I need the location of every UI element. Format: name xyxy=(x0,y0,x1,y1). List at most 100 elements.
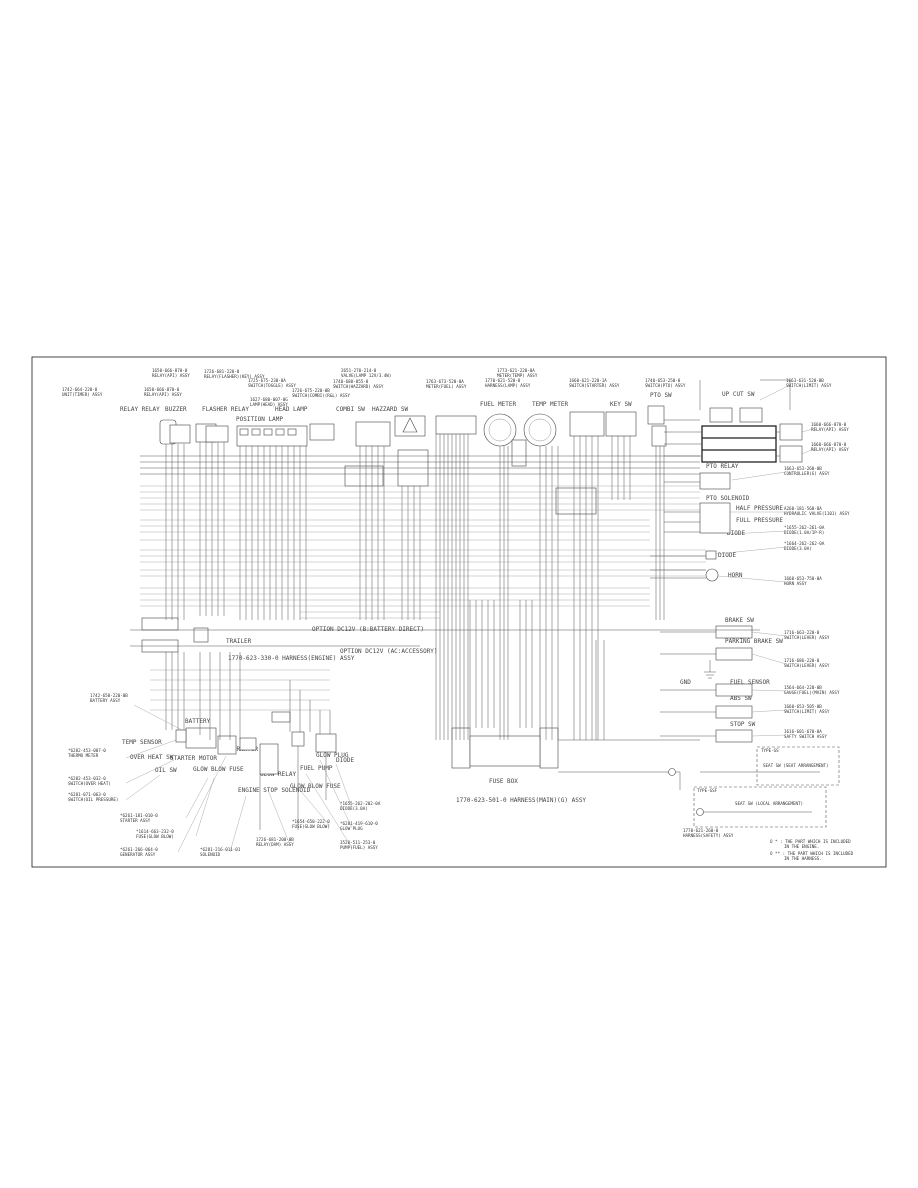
part-horn-number: 1660-653-750-0A xyxy=(784,576,822,581)
part-fuse-glow-name: FUSE(GLOW BLOW) xyxy=(136,834,174,839)
part-lamp-head-name: LAMP(HEAD) ASSY xyxy=(250,402,288,407)
title-half-pressure: HALF PRESSURE xyxy=(736,505,783,512)
note-line-1: O * : THE PART WHICH IS INCLUDED xyxy=(770,839,851,844)
part-diode-3-number: *1655-262-202-0A xyxy=(340,801,381,806)
part-glow-plug-number: *6281-419-610-0 xyxy=(340,821,378,826)
part-relay-flasher-number: 1726-681-220-0 xyxy=(204,369,240,374)
part-switch-lever-2-number: 1716-686-220-0 xyxy=(784,658,820,663)
part-switch-limit-1-number: 1663-631-520-0B xyxy=(786,378,824,383)
notes: O * : THE PART WHICH IS INCLUDED IN THE … xyxy=(770,839,854,861)
title-position-lamp: POSITION LAMP xyxy=(236,416,283,423)
part-thermo-meter-number: *6282-453-007-0 xyxy=(68,748,106,753)
title-key-sw: KEY SW xyxy=(610,401,632,408)
title-flasher-relay: FLASHER RELAY xyxy=(202,406,249,413)
part-hydraulic-valve-number: A260-181-560-0A xyxy=(784,506,822,511)
title-pto-solenoid: PTO SOLENOID xyxy=(706,495,750,502)
part-starter-number: *6261-181-010-0 xyxy=(120,813,158,818)
part-switch-oil-number: *6281-071-063-0 xyxy=(68,792,106,797)
part-valve-lamp-number: 2651-270-214-0 xyxy=(341,368,377,373)
title-option-dc12v-1: OPTION DC12V (B:BATTERY DIRECT) xyxy=(312,626,424,633)
title-type-gsf: TYPE-GSF xyxy=(697,788,718,793)
part-relay-api-3-name: RELAY(API) ASSY xyxy=(811,427,849,432)
right-part-labels: 1663-631-520-0B SWITCH(LIMIT) ASSY 1660-… xyxy=(784,378,850,739)
title-glow-plug: GLOW PLUG xyxy=(316,752,349,759)
title-head-lamp: HEAD LAMP xyxy=(275,406,308,413)
part-diode-1-name: DIODE(1.0A/1P-R) xyxy=(784,530,824,535)
part-solenoid-name: SOLENOID xyxy=(200,852,221,857)
part-relay-api-4-name: RELAY(API) ASSY xyxy=(811,447,849,452)
title-parking-brake-sw: PARKING BRAKE SW xyxy=(725,638,783,645)
part-horn-name: HORN ASSY xyxy=(784,581,807,586)
top-part-labels: 1742-664-220-0 UNIT(TIMER) ASSY 1650-666… xyxy=(62,368,686,407)
part-harness-lamp-name: HARNESS(LAMP) ASSY xyxy=(485,383,531,388)
part-diode-2-number: *1664-262-262-0A xyxy=(784,541,825,546)
part-safety-switch-name: SAFTY SWITCH ASSY xyxy=(784,734,827,739)
part-harness-safety-number: 1770-621-260-0 xyxy=(683,828,719,833)
part-switch-limit-2-name: SWITCH(LIMIT) ASSY xyxy=(784,709,830,714)
part-switch-hazzard-number: 1740-680-055-0 xyxy=(333,379,369,384)
title-fuel-pump: FUEL PUMP xyxy=(300,765,333,772)
engine-part-labels: 1742-650-220-0B BATTERY ASSY *6282-453-0… xyxy=(68,693,734,857)
title-temp-sensor: TEMP SENSOR xyxy=(122,739,162,746)
part-relay-api-4-number: 1660-666-870-0 xyxy=(811,442,847,447)
part-controller-number: 1663-653-260-0B xyxy=(784,466,822,471)
part-fuse-glow-number: *1614-663-232-0 xyxy=(136,829,174,834)
title-full-pressure: FULL PRESSURE xyxy=(736,517,783,524)
part-safety-switch-number: 1616-601-670-0A xyxy=(784,729,822,734)
part-switch-pto-number: 1740-653-250-0 xyxy=(645,378,681,383)
part-unit-timer-name: UNIT(TIMER) ASSY xyxy=(62,392,103,397)
note-line-2: IN THE ENGINE. xyxy=(784,844,819,849)
part-meter-fuel-number: 1763-673-520-0A xyxy=(426,379,464,384)
part-switch-lever-2-name: SWITCH(LEVER) ASSY xyxy=(784,663,830,668)
component-symbols xyxy=(141,405,803,775)
part-meter-temp-number: 1773-621-220-0A xyxy=(497,368,535,373)
part-pump-fuel-number: 3520-511-253-0 xyxy=(340,840,376,845)
harness-main-title: 1770-623-501-0 HARNESS(MAIN)(G) ASSY xyxy=(456,797,586,804)
part-harness-safety-name: HARNESS(SAFETY) ASSY xyxy=(683,833,734,838)
title-glow-relay: GLOW RELAY xyxy=(260,771,297,778)
note-line-3: O ** : THE PART WHICH IS INCLUDED xyxy=(770,851,854,856)
title-abs-sw: ABS SW xyxy=(730,695,752,702)
title-stop-sw: STOP SW xyxy=(730,721,756,728)
part-generator-number: *6261-266-064-0 xyxy=(120,847,158,852)
part-switch-toggle-number: 1725-675-230-0A xyxy=(248,378,286,383)
part-switch-over-heat-name: SWITCH(OVER HEAT) xyxy=(68,781,111,786)
title-seat-sw-1: SEAT SW (SEAT ARRANGEMENT) xyxy=(763,763,829,768)
title-gnd: GND xyxy=(680,679,691,686)
part-solenoid-number: *6281-216-011-01 xyxy=(200,847,241,852)
title-battery: BATTERY xyxy=(185,718,211,725)
title-option-dc12v-2: OPTION DC12V (AC:ACCESSORY) xyxy=(340,648,438,655)
part-relay-dam-name: RELAY(DAM) ASSY xyxy=(256,842,294,847)
title-type-gs: TYPE-GS xyxy=(761,748,779,753)
title-over-heat-sw: OVER HEAT SW xyxy=(130,754,174,761)
part-switch-oil-name: SWITCH(OIL PRESSURE) xyxy=(68,797,118,802)
safety-harness-section xyxy=(668,746,840,828)
part-switch-over-heat-number: *6282-453-032-0 xyxy=(68,776,106,781)
part-diode-3-name: DIODE(3.0A) xyxy=(340,806,368,811)
title-starter-motor: STARTER MOTOR xyxy=(170,755,217,762)
title-horn: HORN xyxy=(728,572,743,579)
part-controller-name: CONTROLLER(G) ASSY xyxy=(784,471,830,476)
part-fuse-glow-blow-number: *1654-650-222-0 xyxy=(292,819,330,824)
title-pto-sw: PTO SW xyxy=(650,392,672,399)
part-harness-lamp-number: 1770-621-520-0 xyxy=(485,378,521,383)
part-diode-1-number: *1655-262-261-0A xyxy=(784,525,825,530)
title-fuel-sensor: FUEL SENSOR xyxy=(730,679,770,686)
title-brake-sw: BRAKE SW xyxy=(725,617,754,624)
title-fuse-box: FUSE BOX xyxy=(489,778,518,785)
part-switch-lever-1-name: SWITCH(LEVER) ASSY xyxy=(784,635,830,640)
part-switch-toggle-name: SWITCH(TOGGLE) ASSY xyxy=(248,383,296,388)
part-switch-pto-name: SWITCH(PTO) ASSY xyxy=(645,383,686,388)
part-relay-api-2-name: RELAY(API) ASSY xyxy=(144,392,182,397)
part-glow-plug-name: GLOW PLUG xyxy=(340,826,363,831)
part-switch-limit-2-number: 1660-653-505-0B xyxy=(784,704,822,709)
part-switch-combo-number: 1726-675-220-0B xyxy=(292,388,330,393)
part-starter-name: STARTER ASSY xyxy=(120,818,151,823)
title-seat-sw-2: SEAT SW (LOCAL ARRANGEMENT) xyxy=(735,801,803,806)
title-diode-2: DIODE xyxy=(718,552,736,559)
part-relay-dam-number: 1726-681-200-0B xyxy=(256,837,294,842)
title-fuel-meter: FUEL METER xyxy=(480,401,517,408)
title-hazzard-sw: HAZZARD SW xyxy=(372,406,409,413)
part-switch-lever-1-number: 1716-663-220-0 xyxy=(784,630,820,635)
